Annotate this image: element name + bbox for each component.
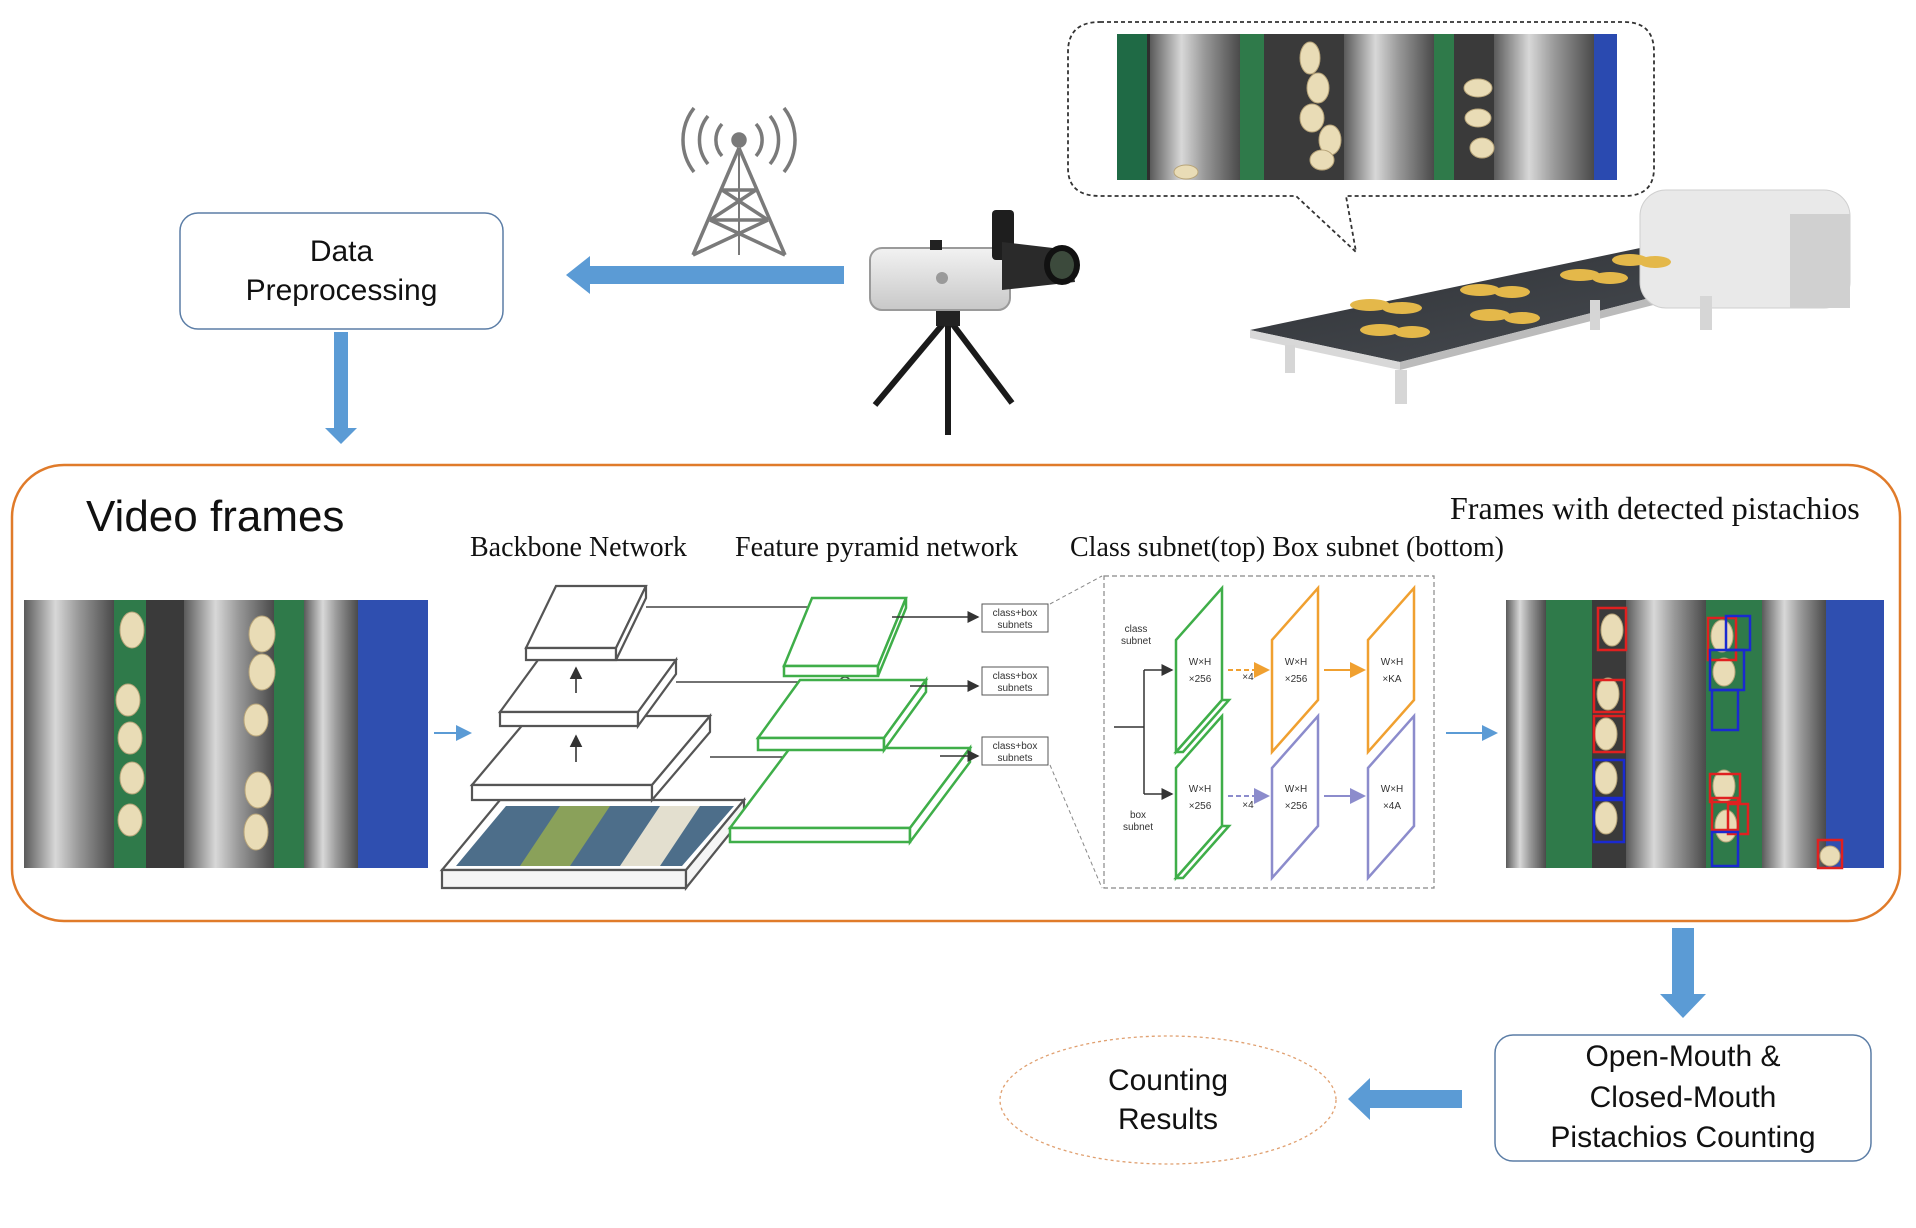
class-subnet-label-2: subnet bbox=[1121, 636, 1151, 647]
data-preprocessing-label: Data Preprocessing bbox=[180, 213, 503, 329]
conveyor-view-bubble bbox=[1067, 21, 1655, 255]
green-top-wxh: W×H bbox=[1189, 657, 1212, 668]
bubble-frame-photo bbox=[1117, 34, 1617, 180]
class-subnet-label-1: class bbox=[1125, 624, 1148, 635]
counting-step-line1: Open-Mouth & bbox=[1585, 1040, 1781, 1074]
camera-phone-tripod-icon bbox=[869, 210, 1080, 435]
purple-mid-x256: ×256 bbox=[1285, 801, 1308, 812]
class-box-subnet-boxes bbox=[981, 603, 1049, 766]
data-preprocessing-line2: Preprocessing bbox=[245, 274, 438, 307]
fpn-output-2-line1: class+box bbox=[993, 671, 1038, 682]
backbone-network-title: Backbone Network bbox=[470, 532, 687, 563]
subnet-title: Class subnet(top) Box subnet (bottom) bbox=[1070, 532, 1504, 563]
fpn-output-1-line1: class+box bbox=[993, 608, 1038, 619]
arrow-preprocess-to-pipeline bbox=[325, 332, 357, 444]
pipeline-frame bbox=[10, 463, 1902, 923]
counting-results-line2: Results bbox=[1117, 1103, 1219, 1136]
fpn-output-2-line2: subnets bbox=[997, 683, 1032, 694]
fpn-output-3-line1: class+box bbox=[993, 741, 1038, 752]
counting-step-box bbox=[1494, 1034, 1872, 1162]
subnet-detail-panel: class subnet box subnet W×H ×256 W×H ×25… bbox=[1103, 575, 1435, 889]
box-subnet-label-2: subnet bbox=[1123, 822, 1153, 833]
fpn-output-3-line2: subnets bbox=[997, 753, 1032, 764]
box-subnet-label-1: box bbox=[1130, 810, 1146, 821]
video-frames-title: Video frames bbox=[86, 492, 345, 541]
purple-last-wxh: W×H bbox=[1381, 784, 1404, 795]
detected-frame-photo bbox=[1506, 600, 1884, 870]
class-box-subnet-labels: class+box subnets class+box subnets clas… bbox=[993, 608, 1038, 764]
arrow-pipeline-to-counting bbox=[1660, 928, 1706, 1018]
fpn-output-1-line2: subnets bbox=[997, 620, 1032, 631]
arrow-counting-to-results bbox=[1348, 1078, 1462, 1120]
feature-pyramid-title: Feature pyramid network bbox=[735, 532, 1019, 563]
data-preprocessing-line1: Data bbox=[309, 235, 374, 268]
arrow-camera-to-preprocess bbox=[566, 256, 844, 294]
top-x4-label: ×4 bbox=[1242, 672, 1254, 683]
green-bottom-x256: ×256 bbox=[1189, 801, 1212, 812]
antenna-tower-icon bbox=[681, 106, 797, 257]
purple-mid-wxh: W×H bbox=[1285, 784, 1308, 795]
counting-step-line3: Pistachios Counting bbox=[1550, 1121, 1816, 1155]
green-top-x256: ×256 bbox=[1189, 674, 1212, 685]
purple-last-x4a: ×4A bbox=[1383, 801, 1401, 812]
detected-frames-title: Frames with detected pistachios bbox=[1450, 490, 1860, 526]
video-frame-photo bbox=[24, 600, 428, 868]
counting-results-ellipse bbox=[999, 1035, 1337, 1165]
feature-pyramid-stack bbox=[727, 596, 973, 846]
bottom-x4-label: ×4 bbox=[1242, 800, 1254, 811]
data-preprocessing-box bbox=[179, 212, 504, 330]
green-bottom-wxh: W×H bbox=[1189, 784, 1212, 795]
orange-last-xka: ×KA bbox=[1382, 674, 1402, 685]
fpn-output-arrows bbox=[892, 611, 980, 762]
counting-step-label: Open-Mouth & Closed-Mouth Pistachios Cou… bbox=[1495, 1035, 1871, 1161]
orange-last-wxh: W×H bbox=[1381, 657, 1404, 668]
zoom-guide-lines bbox=[1049, 575, 1103, 889]
counting-results-label: Counting Results bbox=[1000, 1036, 1336, 1164]
orange-mid-wxh: W×H bbox=[1285, 657, 1308, 668]
counting-results-line1: Counting bbox=[1107, 1064, 1229, 1097]
orange-mid-x256: ×256 bbox=[1285, 674, 1308, 685]
conveyor-belt-illustration bbox=[1250, 189, 1851, 404]
backbone-network-stack bbox=[439, 584, 747, 892]
counting-step-line2: Closed-Mouth bbox=[1589, 1080, 1777, 1114]
